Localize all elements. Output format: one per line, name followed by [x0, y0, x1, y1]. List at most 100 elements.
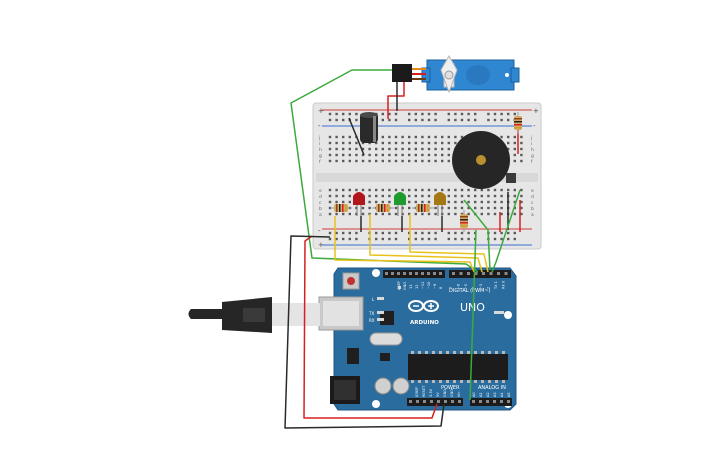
breadboard-hole[interactable] — [335, 194, 338, 198]
rail-hole[interactable] — [474, 118, 477, 122]
header-pin[interactable] — [439, 272, 442, 275]
rail-hole[interactable] — [335, 118, 338, 122]
rail-hole[interactable] — [447, 231, 450, 235]
breadboard-hole[interactable] — [414, 153, 417, 157]
rail-hole[interactable] — [460, 118, 464, 122]
breadboard-hole[interactable] — [493, 206, 497, 210]
breadboard-hole[interactable] — [348, 200, 351, 204]
breadboard-hole[interactable] — [414, 147, 417, 151]
rail-hole[interactable] — [342, 231, 345, 235]
rail-hole[interactable] — [434, 237, 437, 241]
breadboard-hole[interactable] — [513, 212, 516, 216]
header-pin[interactable] — [504, 272, 508, 275]
breadboard-hole[interactable] — [414, 194, 417, 198]
breadboard-hole[interactable] — [520, 141, 523, 145]
breadboard-hole[interactable] — [401, 212, 404, 216]
rail-hole[interactable] — [454, 112, 457, 116]
rail-hole[interactable] — [414, 231, 417, 235]
breadboard-hole[interactable] — [328, 200, 332, 204]
header-pin[interactable] — [459, 272, 463, 275]
breadboard-hole[interactable] — [500, 200, 503, 204]
breadboard-hole[interactable] — [375, 194, 378, 198]
breadboard-hole[interactable] — [520, 188, 523, 192]
breadboard-hole[interactable] — [480, 188, 483, 192]
breadboard-hole[interactable] — [421, 200, 424, 204]
breadboard-hole[interactable] — [493, 200, 497, 204]
breadboard-hole[interactable] — [328, 135, 332, 139]
servo-motor[interactable] — [392, 54, 520, 94]
breadboard-hole[interactable] — [375, 159, 378, 163]
breadboard-hole[interactable] — [513, 147, 516, 151]
rail-hole[interactable] — [447, 118, 450, 122]
breadboard-hole[interactable] — [447, 135, 450, 139]
breadboard-hole[interactable] — [520, 153, 523, 157]
breadboard-hole[interactable] — [427, 212, 431, 216]
breadboard-hole[interactable] — [335, 159, 338, 163]
breadboard-hole[interactable] — [487, 200, 490, 204]
rail-hole[interactable] — [434, 112, 437, 116]
wire-green-servo[interactable] — [290, 69, 479, 273]
breadboard-hole[interactable] — [520, 147, 523, 151]
rail-hole[interactable] — [454, 237, 457, 241]
breadboard-hole[interactable] — [421, 135, 424, 139]
rail-hole[interactable] — [427, 112, 431, 116]
leds[interactable] — [353, 192, 446, 216]
header-pin[interactable] — [482, 272, 485, 275]
rail-hole[interactable] — [474, 112, 477, 116]
breadboard-hole[interactable] — [342, 188, 345, 192]
breadboard-hole[interactable] — [375, 141, 378, 145]
breadboard-hole[interactable] — [447, 200, 450, 204]
rail-hole[interactable] — [381, 118, 384, 122]
breadboard-hole[interactable] — [434, 153, 437, 157]
rail-hole[interactable] — [500, 237, 503, 241]
breadboard-hole[interactable] — [335, 153, 338, 157]
rail-hole[interactable] — [414, 112, 417, 116]
rail-hole[interactable] — [381, 231, 384, 235]
breadboard-hole[interactable] — [408, 141, 411, 145]
rail-hole[interactable] — [493, 237, 497, 241]
piezo-buzzer[interactable] — [452, 131, 516, 189]
wire-black-cap[interactable] — [348, 117, 365, 156]
rail-hole[interactable] — [355, 237, 358, 241]
breadboard-hole[interactable] — [447, 159, 450, 163]
header-pin[interactable] — [409, 272, 412, 275]
breadboard-hole[interactable] — [454, 141, 457, 145]
breadboard-hole[interactable] — [500, 135, 503, 139]
breadboard-hole[interactable] — [381, 135, 384, 139]
breadboard-hole[interactable] — [408, 206, 411, 210]
rail-hole[interactable] — [328, 118, 332, 122]
breadboard-hole[interactable] — [520, 212, 523, 216]
rail-hole[interactable] — [487, 118, 490, 122]
breadboard-hole[interactable] — [474, 200, 477, 204]
breadboard-hole[interactable] — [342, 153, 345, 157]
rail-hole[interactable] — [507, 237, 510, 241]
breadboard-hole[interactable] — [487, 212, 490, 216]
breadboard-hole[interactable] — [421, 147, 424, 151]
rail-hole[interactable] — [460, 231, 464, 235]
header-pin[interactable] — [427, 272, 430, 275]
breadboard-hole[interactable] — [335, 200, 338, 204]
rail-hole[interactable] — [421, 118, 424, 122]
breadboard-hole[interactable] — [328, 188, 332, 192]
breadboard-hole[interactable] — [467, 194, 470, 198]
rail-hole[interactable] — [427, 231, 431, 235]
breadboard-hole[interactable] — [434, 147, 437, 151]
breadboard-hole[interactable] — [513, 135, 516, 139]
rail-hole[interactable] — [447, 237, 450, 241]
breadboard-hole[interactable] — [474, 206, 477, 210]
breadboard-hole[interactable] — [342, 147, 345, 151]
breadboard-hole[interactable] — [447, 194, 450, 198]
rail-hole[interactable] — [394, 237, 398, 241]
rail-hole[interactable] — [408, 112, 411, 116]
breadboard-hole[interactable] — [500, 206, 503, 210]
breadboard-hole[interactable] — [447, 206, 450, 210]
breadboard-hole[interactable] — [447, 147, 450, 151]
breadboard-hole[interactable] — [460, 206, 464, 210]
breadboard-hole[interactable] — [427, 147, 431, 151]
rail-hole[interactable] — [513, 231, 516, 235]
breadboard-hole[interactable] — [513, 159, 516, 163]
breadboard-hole[interactable] — [408, 147, 411, 151]
breadboard-hole[interactable] — [460, 200, 464, 204]
resistors[interactable] — [330, 112, 522, 232]
